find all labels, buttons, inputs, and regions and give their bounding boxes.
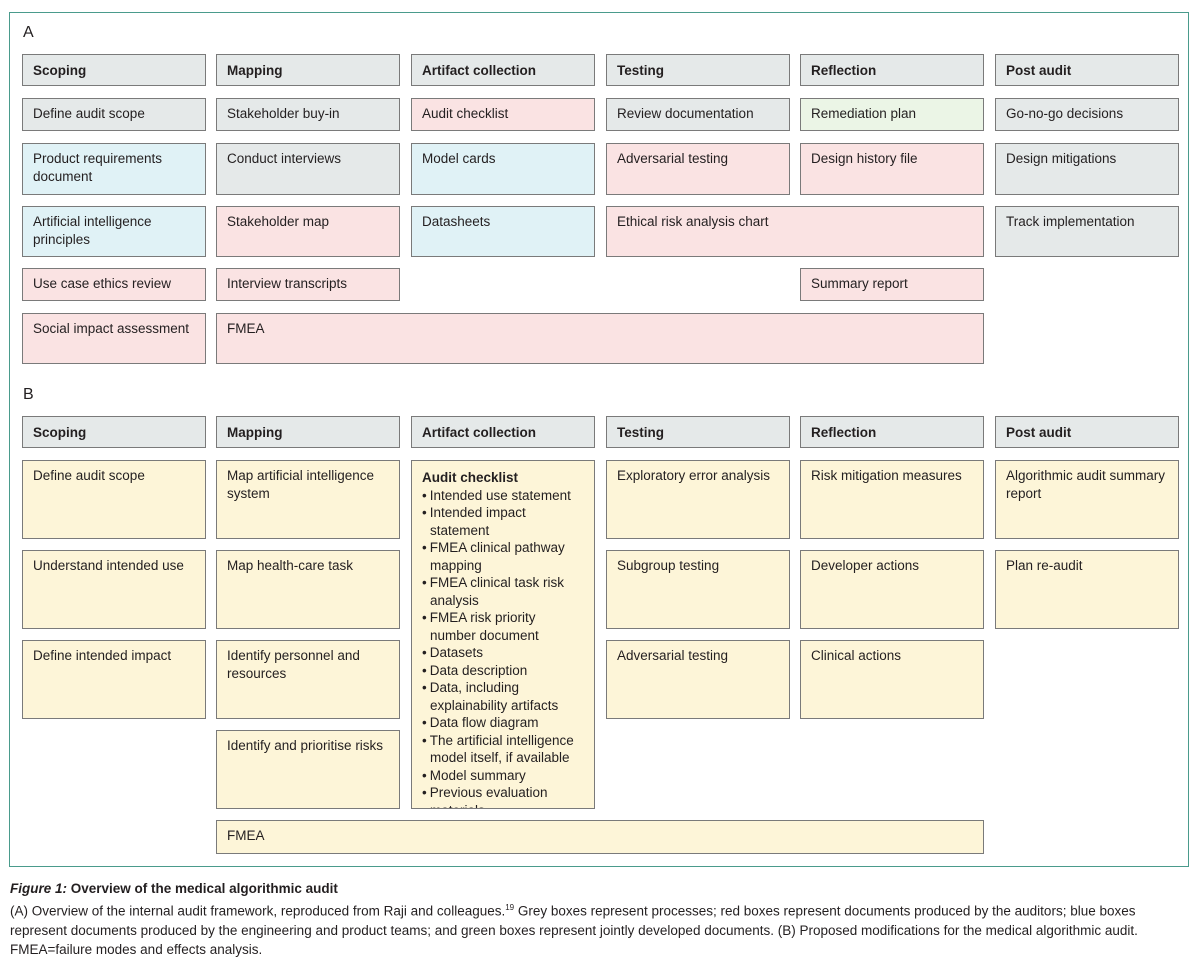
panel-b-define-audit-scope: Define audit scope [22,460,206,539]
panel-b-map-ai-system: Map artificial intelligence system [216,460,400,539]
checklist-item: FMEA clinical task risk analysis [422,574,584,609]
panel-a-product-requirements-document: Product requirements document [22,143,206,195]
panel-b-understand-intended-use: Understand intended use [22,550,206,629]
checklist-item: Data description [422,662,584,680]
caption-title-line: Figure 1: Overview of the medical algori… [10,879,1190,898]
panel-a-design-history-file: Design history file [800,143,984,195]
panel-a-adversarial-testing: Adversarial testing [606,143,790,195]
panel-b-identify-prioritise-risks: Identify and prioritise risks [216,730,400,809]
panel-b-fmea: FMEA [216,820,984,854]
panel-b-exploratory-error-analysis: Exploratory error analysis [606,460,790,539]
panel-a-use-case-ethics-review: Use case ethics review [22,268,206,301]
panel-a-conduct-interviews: Conduct interviews [216,143,400,195]
panel-b-header-scoping: Scoping [22,416,206,448]
panel-b-clinical-actions: Clinical actions [800,640,984,719]
panel-a-stakeholder-buy-in: Stakeholder buy-in [216,98,400,131]
figure-caption: Figure 1: Overview of the medical algori… [10,879,1190,959]
caption-title: Overview of the medical algorithmic audi… [67,881,338,896]
panel-b-risk-mitigation-measures: Risk mitigation measures [800,460,984,539]
panel-a-stakeholder-map: Stakeholder map [216,206,400,257]
audit-checklist-list: Intended use statement Intended impact s… [422,487,584,809]
panel-b-plan-re-audit: Plan re-audit [995,550,1179,629]
panel-b-identify-personnel-resources: Identify personnel and resources [216,640,400,719]
panel-b-subgroup-testing: Subgroup testing [606,550,790,629]
panel-a-ai-principles: Artificial intelligence principles [22,206,206,257]
caption-figure-label: Figure 1: [10,881,68,896]
panel-b-algorithmic-audit-summary-report: Algorithmic audit summary report [995,460,1179,539]
panel-b-label: B [23,386,34,403]
panel-a-header-scoping: Scoping [22,54,206,86]
panel-a-review-documentation: Review documentation [606,98,790,131]
panel-b-developer-actions: Developer actions [800,550,984,629]
caption-text-a: (A) Overview of the internal audit frame… [10,903,506,919]
panel-a-remediation-plan: Remediation plan [800,98,984,131]
panel-a-header-post-audit: Post audit [995,54,1179,86]
caption-text-b: Grey boxes represent processes; red boxe… [10,903,1138,957]
checklist-item: FMEA risk priority number document [422,609,584,644]
panel-a-label: A [23,24,34,41]
panel-a-ethical-risk-analysis-chart: Ethical risk analysis chart [606,206,984,257]
panel-a-summary-report: Summary report [800,268,984,301]
panel-a-header-mapping: Mapping [216,54,400,86]
panel-b-adversarial-testing: Adversarial testing [606,640,790,719]
panel-a-model-cards: Model cards [411,143,595,195]
caption-reference: 19 [505,903,515,912]
panel-b-map-health-care-task: Map health-care task [216,550,400,629]
panel-a-header-reflection: Reflection [800,54,984,86]
checklist-item: Data, including explainability artifacts [422,679,584,714]
checklist-item: Previous evaluation materials [422,784,584,808]
checklist-item: FMEA clinical pathway mapping [422,539,584,574]
checklist-item: The artificial intelligence model itself… [422,732,584,767]
panel-b-header-post-audit: Post audit [995,416,1179,448]
panel-b-header-reflection: Reflection [800,416,984,448]
checklist-item: Model summary [422,767,584,785]
panel-a-interview-transcripts: Interview transcripts [216,268,400,301]
panel-b-header-mapping: Mapping [216,416,400,448]
panel-a-fmea: FMEA [216,313,984,364]
checklist-item: Datasets [422,644,584,662]
checklist-item: Intended use statement [422,487,584,505]
panel-a-audit-checklist: Audit checklist [411,98,595,131]
panel-a-header-artifact-collection: Artifact collection [411,54,595,86]
checklist-item: Data flow diagram [422,714,584,732]
panel-b-header-artifact-collection: Artifact collection [411,416,595,448]
panel-a-track-implementation: Track implementation [995,206,1179,257]
panel-a-go-no-go-decisions: Go-no-go decisions [995,98,1179,131]
audit-checklist-title: Audit checklist [422,470,519,485]
panel-a-header-testing: Testing [606,54,790,86]
panel-b-header-testing: Testing [606,416,790,448]
panel-a-define-audit-scope: Define audit scope [22,98,206,131]
panel-b-define-intended-impact: Define intended impact [22,640,206,719]
checklist-item: Intended impact statement [422,504,584,539]
panel-a-social-impact-assessment: Social impact assessment [22,313,206,364]
panel-a-datasheets: Datasheets [411,206,595,257]
panel-a-design-mitigations: Design mitigations [995,143,1179,195]
panel-b-audit-checklist: Audit checklist Intended use statement I… [411,460,595,809]
